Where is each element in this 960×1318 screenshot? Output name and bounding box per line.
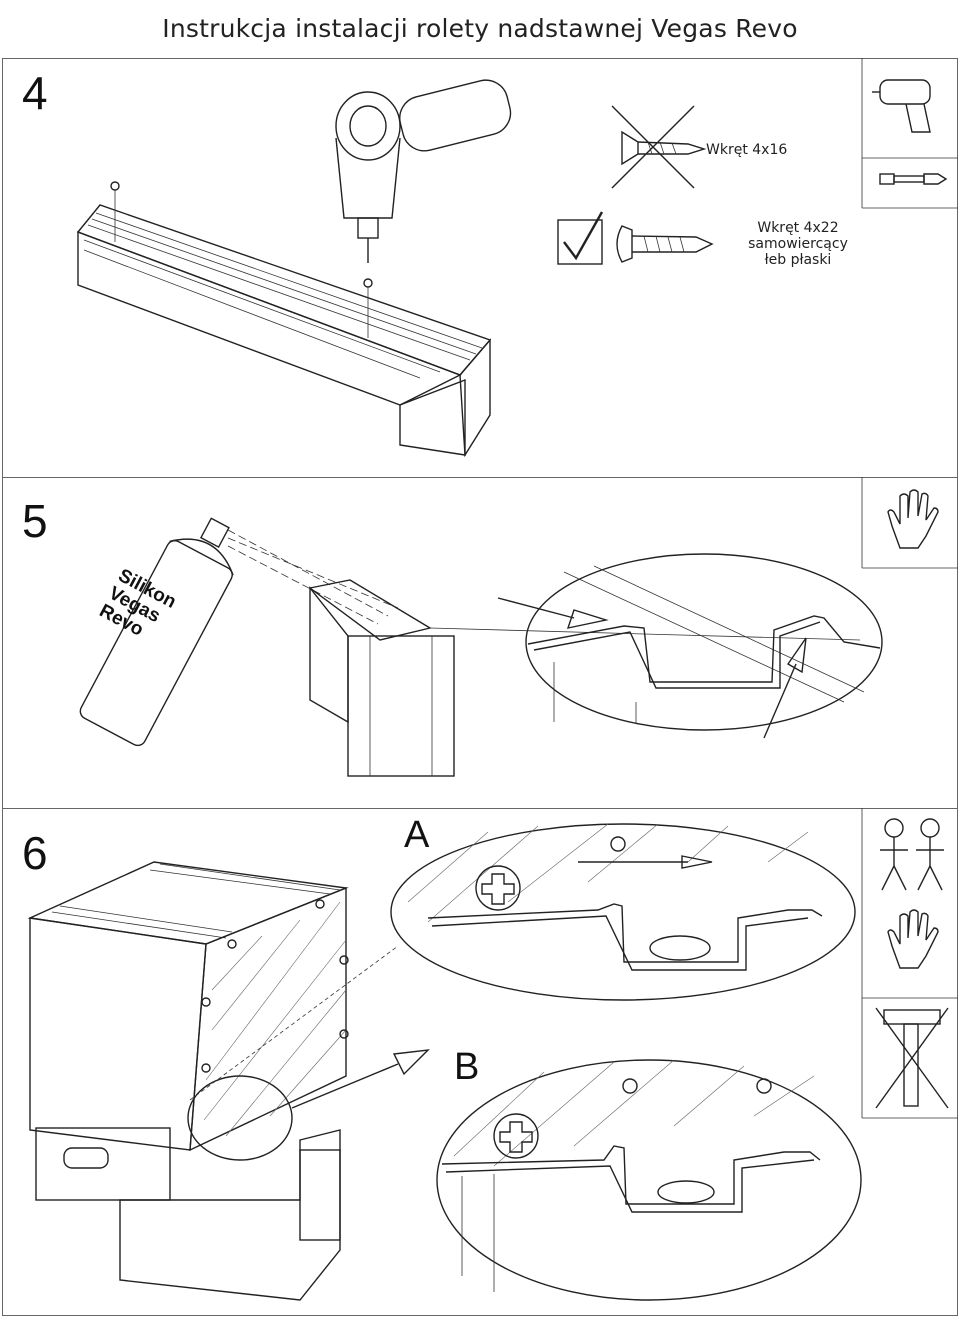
step-5-arrows — [497, 597, 807, 739]
hand-icon — [887, 909, 939, 969]
correct-screw-label: Wkręt 4x22 samowiercący łeb płaski — [734, 220, 862, 268]
wrong-screw-label: Wkręt 4x16 — [706, 142, 788, 158]
step-6-panel — [2, 808, 958, 1316]
detail-a-label: A — [404, 814, 430, 856]
no-hammer-icon — [875, 1007, 949, 1109]
detail-b-view — [436, 1059, 862, 1301]
silicone-spray-can — [79, 517, 234, 747]
correct-screw-label-line-2: samowiercący — [748, 236, 848, 252]
detail-a-view — [390, 823, 856, 1001]
correct-screw-label-line-1: Wkręt 4x22 — [757, 220, 839, 236]
page-title: Instrukcja instalacji rolety nadstawnej … — [162, 14, 798, 43]
step-5-detail-view — [525, 553, 883, 731]
correct-screw-label-line-3: łeb płaski — [764, 252, 832, 268]
step-5-number: 5 — [22, 495, 48, 547]
two-people-icon — [880, 818, 944, 891]
step-4-number: 4 — [22, 67, 48, 119]
rejected-screw-4x16 — [611, 105, 707, 189]
detail-b-label: B — [454, 1046, 480, 1088]
drill-icon — [872, 79, 931, 133]
hand-icon — [887, 489, 939, 549]
step-4-rail-drawing — [76, 181, 492, 458]
drill-illustration — [335, 79, 512, 263]
step-5-rail-end — [227, 529, 861, 777]
step-6-number: 6 — [22, 827, 48, 879]
approved-screw-4x22 — [616, 225, 714, 263]
drill-bit-icon — [879, 173, 948, 185]
approved-checkbox-icon — [557, 211, 604, 265]
